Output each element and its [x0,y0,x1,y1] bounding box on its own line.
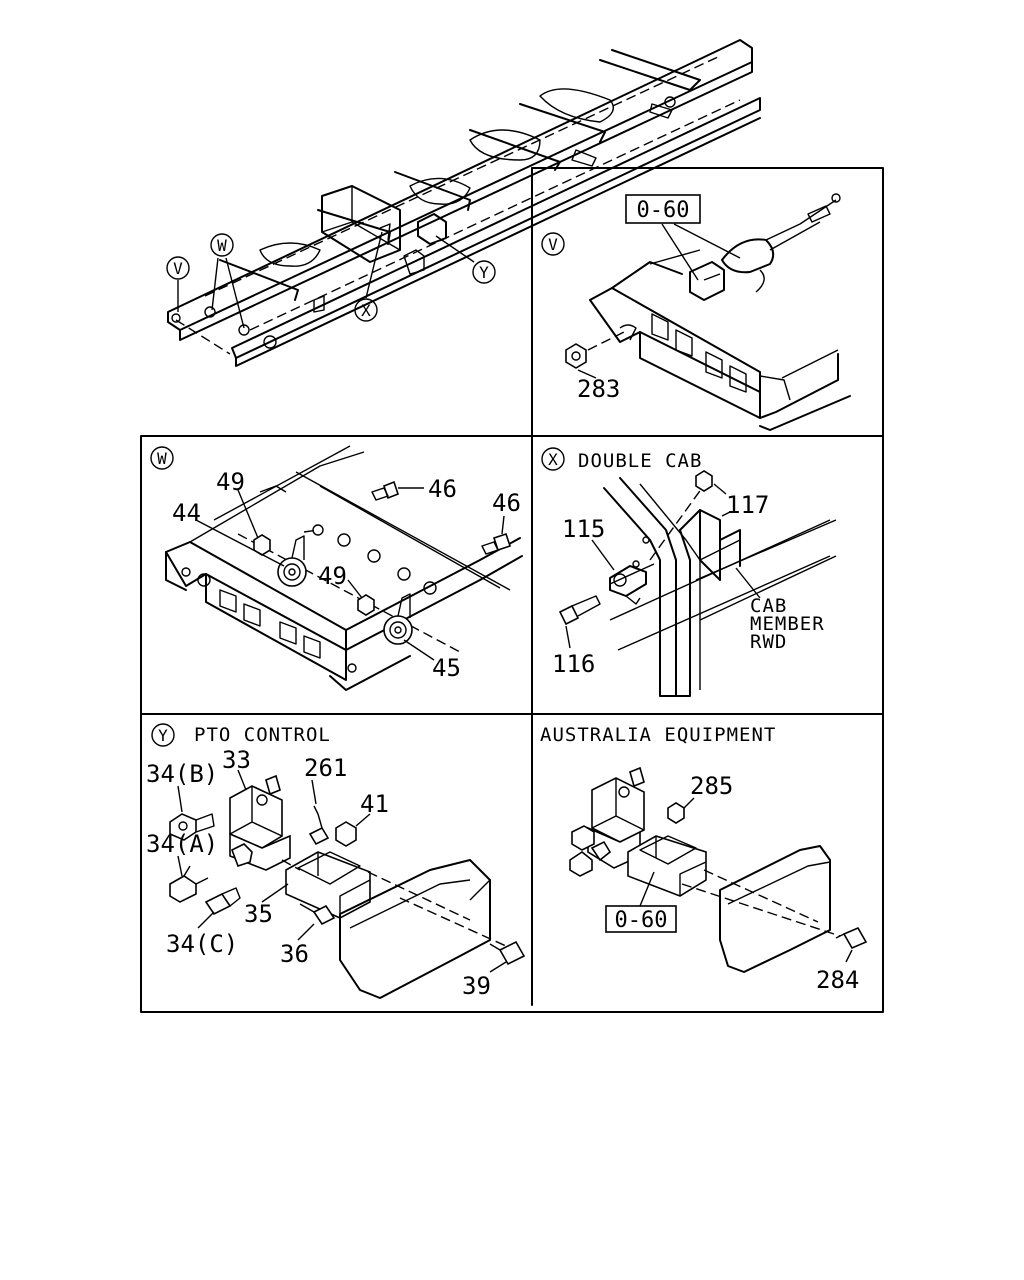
label-116: 116 [552,650,595,678]
panel-x-title: DOUBLE CAB [578,450,702,472]
cab-note-line-1: CAB [750,595,787,617]
label-284: 284 [816,966,859,994]
panel-v-ref-box [625,194,701,224]
panel-australia: AUSTRALIA EQUIPMENT 0-60 285 284 [540,724,868,994]
label-49b: 49 [318,562,347,590]
cab-note-line-3: RWD [750,631,787,653]
callout-w-label: W [217,236,227,255]
label-49a: 49 [216,468,245,496]
callout-v-label: V [173,259,183,278]
label-34c: 34(C) [166,930,238,958]
panel-y-tag: Y [158,726,168,745]
label-33: 33 [222,746,251,774]
panel-au-ref-label: 0-60 [615,908,668,933]
cab-note-line-2: MEMBER [750,613,825,635]
callout-y: Y [472,260,496,284]
callout-x: X [354,298,378,322]
label-34b: 34(B) [146,760,218,788]
callout-x-label: X [361,301,371,320]
panel-au-ref-box [605,905,677,933]
label-46b: 46 [492,489,521,517]
label-117: 117 [726,491,769,519]
label-285: 285 [690,772,733,800]
panel-w: W [150,445,523,691]
label-45: 45 [432,654,461,682]
panel-x: X DOUBLE CAB 117 115 116 [541,447,837,697]
label-115: 115 [562,515,605,543]
label-41: 41 [360,790,389,818]
label-283: 283 [577,375,620,403]
panel-y-title: PTO CONTROL [194,724,331,746]
callout-y-label: Y [479,263,489,282]
panel-au-title: AUSTRALIA EQUIPMENT [540,724,776,746]
chassis-frame-overview [167,39,761,367]
panel-v: V 0-60 283 [541,193,851,431]
panel-v-tag: V [548,235,558,254]
label-39: 39 [462,972,491,1000]
panel-v-ref-label: 0-60 [637,198,690,223]
panel-x-tag: X [548,450,558,469]
label-261: 261 [304,754,347,782]
label-34a: 34(A) [146,830,218,858]
panel-grid [140,167,884,1013]
label-35: 35 [244,900,273,928]
label-36: 36 [280,940,309,968]
callout-w: W [210,233,234,257]
label-46a: 46 [428,475,457,503]
panel-w-tag: W [157,449,167,468]
panel-y: Y PTO CONTROL [146,723,526,1000]
label-44: 44 [172,499,201,527]
callout-v: V [166,256,190,280]
